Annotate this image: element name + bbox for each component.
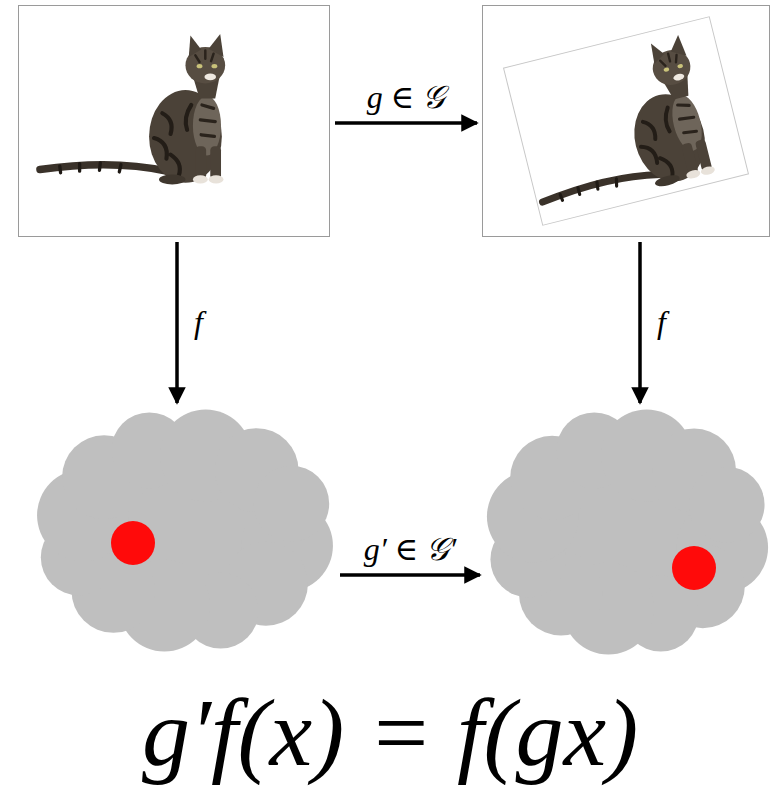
image-box: [18, 5, 330, 237]
rotated-cat-photo: [504, 17, 749, 225]
arrow-label: g ∈ 𝒢: [364, 80, 449, 115]
equivariance-formula: g′f(x) = f(gx): [142, 680, 638, 786]
feature-cloud: [35, 408, 335, 653]
mapping-arrow: [340, 573, 480, 577]
cloud-shape: [35, 408, 335, 653]
arrow-label: f: [654, 305, 669, 340]
feature-cloud: [485, 408, 770, 656]
feature-point: [111, 521, 155, 565]
mapping-arrow: [335, 121, 477, 125]
image-box: [482, 5, 770, 237]
cloud-fill: [487, 410, 768, 655]
cloud-shape: [485, 408, 770, 656]
arrow-label: f: [191, 305, 206, 340]
feature-point: [672, 546, 716, 590]
mapping-arrow: [638, 242, 642, 403]
arrow-label: g′ ∈ 𝒢′: [361, 532, 460, 567]
original-cat-photo: [40, 34, 225, 185]
mapping-arrow: [175, 242, 179, 403]
cloud-fill: [37, 410, 333, 652]
